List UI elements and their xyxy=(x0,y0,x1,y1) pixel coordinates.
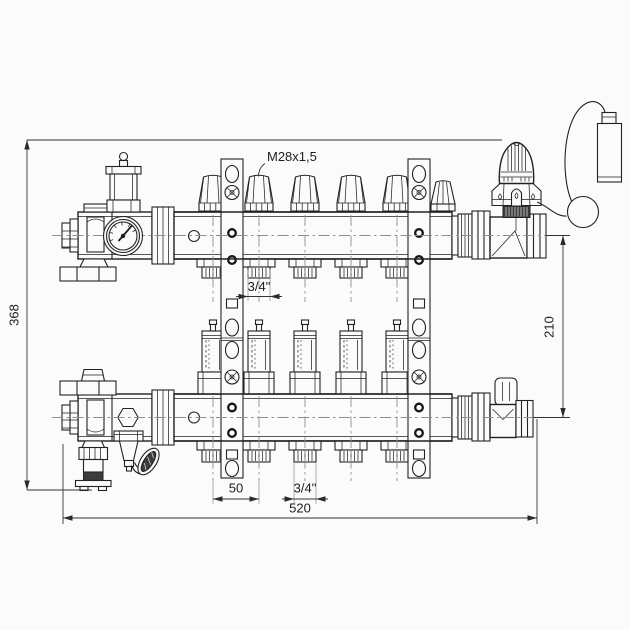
valve-knob-5 xyxy=(382,174,412,212)
dim-210-label: 210 xyxy=(542,316,557,338)
bottom-right-union xyxy=(451,392,491,442)
dimension-outlet-size-bottom: 3/4" xyxy=(282,481,328,502)
thermostatic-valve-body xyxy=(489,213,547,259)
dimension-height: 368 xyxy=(7,139,502,491)
flow-meter-2 xyxy=(243,319,275,395)
water-drop-icons xyxy=(498,192,535,201)
dim-50-label: 50 xyxy=(229,481,243,496)
hose-cap xyxy=(137,447,160,476)
top-right-union xyxy=(451,210,491,260)
dimension-outlet-size-top: 3/4" xyxy=(236,279,282,300)
top-inlet-union-nut xyxy=(59,258,117,282)
air-vent-valve xyxy=(105,151,142,213)
dim-three-quarter-top-label: 3/4" xyxy=(248,279,271,294)
capillary-sensor xyxy=(536,101,623,229)
valve-knob-4 xyxy=(336,174,366,212)
dim-368-label: 368 xyxy=(7,304,22,326)
leader-line xyxy=(258,163,266,177)
extension-lines-light xyxy=(212,269,317,504)
wall-bracket-left xyxy=(219,157,245,480)
dim-three-quarter-bottom-label: 3/4" xyxy=(294,481,317,496)
barrel-edge-overlays xyxy=(174,211,452,442)
flow-meter-3 xyxy=(289,319,321,395)
wall-bracket-right xyxy=(406,157,432,480)
gauge-needle xyxy=(117,224,133,242)
dimension-axis-spacing: 210 xyxy=(533,235,570,418)
valve-handle xyxy=(494,377,518,407)
dim-520-label: 520 xyxy=(289,501,311,516)
thread-callout: M28x1,5 xyxy=(258,149,317,177)
flow-meter-4 xyxy=(335,319,367,395)
valve-knob-3 xyxy=(290,174,320,212)
capillary-coil xyxy=(566,195,600,229)
knurled-ring xyxy=(502,205,531,218)
thread-m28-label: M28x1,5 xyxy=(267,149,317,164)
thermostatic-head xyxy=(491,141,542,218)
dimension-outlet-pitch: 50 xyxy=(213,481,259,502)
dimension-overall-length: 520 xyxy=(62,419,538,524)
fill-valve xyxy=(113,430,160,476)
valve-knob-2 xyxy=(244,174,274,212)
pressure-gauge xyxy=(102,215,144,257)
bottom-inlet-union-nut xyxy=(59,368,117,396)
gauge-hub xyxy=(120,233,126,239)
bypass-knob xyxy=(430,180,456,212)
shutoff-valve xyxy=(489,377,534,439)
top-barrel-port xyxy=(187,229,201,243)
gauge-ticks xyxy=(109,222,136,242)
drain-valve xyxy=(74,440,112,492)
remote-sensor-bulb xyxy=(596,122,623,183)
